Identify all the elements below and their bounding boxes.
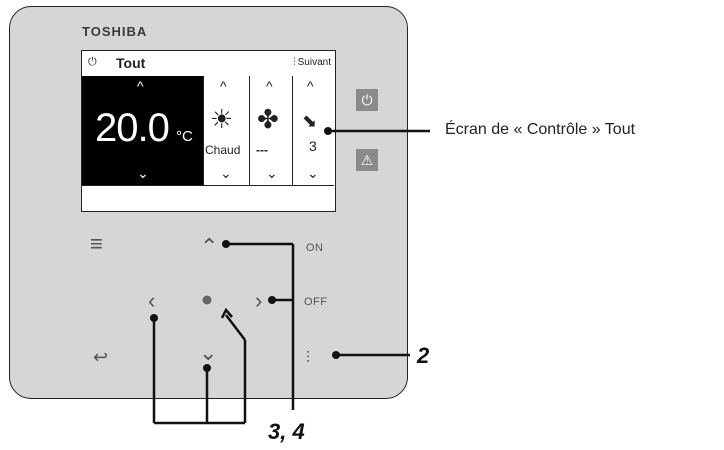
louver-down-icon: ⌄ (307, 165, 319, 181)
screen-caption: Écran de « Contrôle » Tout (445, 121, 636, 138)
power-button-icon: ⏻ (361, 91, 373, 108)
louver-icon: ⬊ (302, 111, 318, 131)
off-label: OFF (304, 296, 328, 308)
fan-icon: ✤ (257, 104, 279, 134)
louver-up-icon: ^ (307, 78, 314, 94)
power-button[interactable]: ⏻ (356, 89, 378, 111)
louver-value: 3 (309, 138, 317, 154)
mode-label: Chaud (205, 143, 241, 157)
temp-down-icon: ⌄ (137, 165, 149, 181)
temperature-value: 20.0 (95, 106, 170, 150)
down-arrow-icon[interactable]: ⌄ (199, 340, 218, 365)
sun-icon: ☀ (210, 104, 234, 134)
brand-logo: TOSHIBA (82, 24, 148, 39)
fan-down-icon: ⌄ (266, 165, 278, 181)
up-arrow-icon[interactable]: ⌃ (200, 234, 219, 259)
back-icon[interactable]: ↩ (93, 347, 109, 367)
fan-label: --- (256, 143, 268, 157)
alert-button[interactable]: ⚠ (356, 149, 378, 171)
temperature-unit: °C (176, 128, 193, 145)
temperature-panel[interactable]: ^ 20.0 °C ⌄ (82, 76, 203, 185)
warning-icon: ⚠ (360, 151, 374, 168)
settings-button-icon[interactable]: ⫶ (306, 350, 311, 367)
right-arrow-icon[interactable]: › (255, 288, 263, 313)
settings-icon: ⫶ (293, 57, 296, 68)
step-3-4-label: 3, 4 (268, 419, 305, 444)
on-label: ON (306, 242, 324, 254)
fan-up-icon: ^ (266, 78, 273, 94)
mode-down-icon: ⌄ (220, 165, 232, 181)
mode-column[interactable]: ^ ☀ Chaud ⌄ (203, 76, 250, 185)
screen-divider (82, 185, 334, 186)
next-label: Suivant (297, 57, 331, 68)
left-arrow-icon[interactable]: ‹ (148, 288, 156, 313)
power-icon: ⏻ (88, 56, 97, 68)
screen-title: Tout (116, 55, 146, 71)
menu-icon[interactable]: ≡ (90, 231, 103, 256)
mode-up-icon: ^ (220, 78, 227, 94)
fan-column[interactable]: ^ ✤ --- ⌄ (249, 76, 293, 185)
louver-column[interactable]: ^ ⬊ 3 ⌄ (292, 76, 335, 185)
next-indicator: ⫶Suivant (293, 57, 331, 68)
control-screen: ⏻ Tout ⫶Suivant ^ 20.0 °C ⌄ ^ ☀ Chaud ⌄ … (81, 50, 336, 212)
temp-up-icon: ^ (137, 78, 144, 94)
step-2-label: 2 (417, 343, 430, 368)
